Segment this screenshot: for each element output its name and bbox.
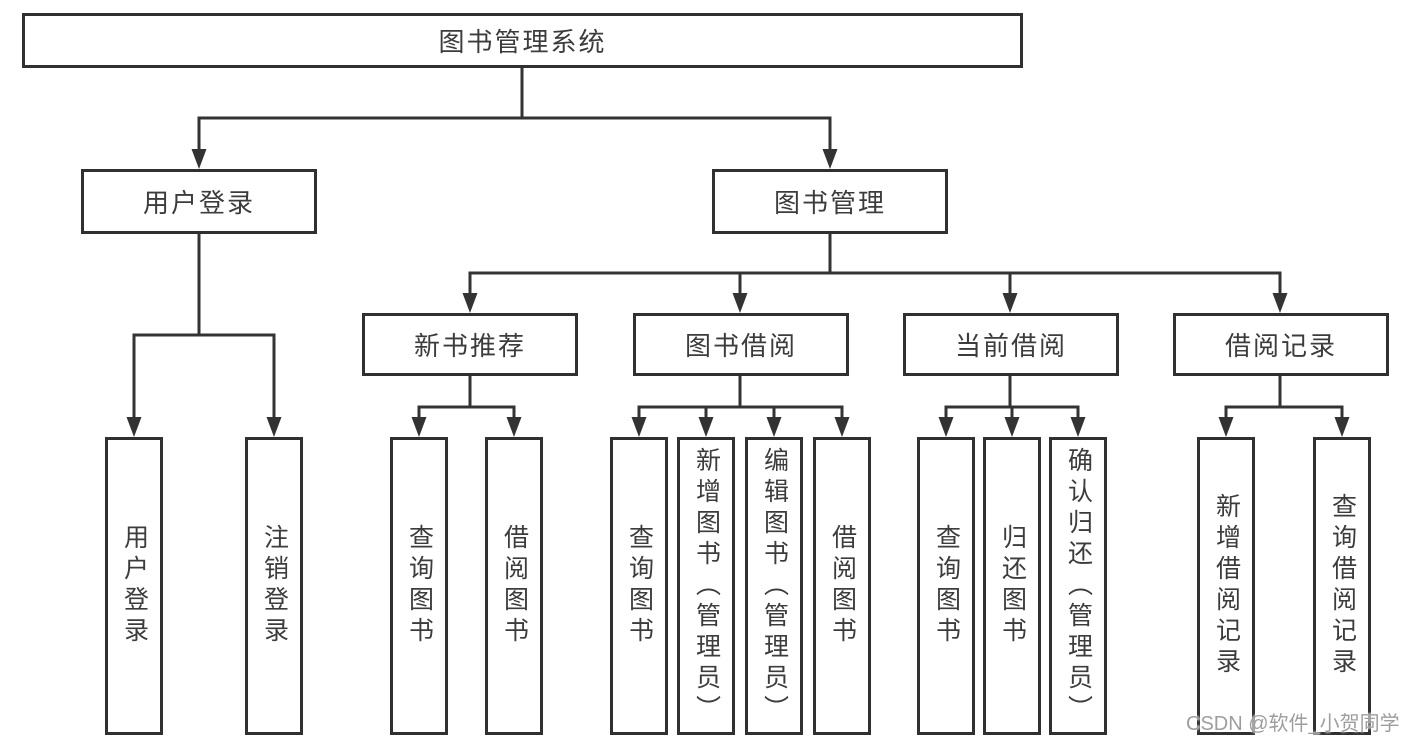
node-label: 新增借阅记录 xyxy=(1212,493,1241,679)
connector-line xyxy=(197,116,832,152)
arrowhead-down-icon xyxy=(766,417,782,437)
node-borrowing-records: 借阅记录 xyxy=(1173,313,1389,376)
node-label: 查询图书 xyxy=(625,524,654,648)
node-label: 用户登录 xyxy=(120,524,149,648)
node-label: 查询图书 xyxy=(932,524,961,648)
connector-line xyxy=(468,271,1282,296)
node-current-borrowing: 当前借阅 xyxy=(903,313,1119,376)
node-new-book-recommendation: 新书推荐 xyxy=(362,313,578,376)
node-user-login: 用户登录 xyxy=(81,169,317,234)
watermark: CSDN @软件_小贺同学 xyxy=(1186,713,1400,735)
node-label: 借阅图书 xyxy=(828,524,857,648)
leaf-borrow-borrow-books: 借阅图书 xyxy=(813,437,871,735)
arrowhead-down-icon xyxy=(1004,417,1020,437)
leaf-borrow-add-books-admin: 新增图书（管理员） xyxy=(677,437,735,735)
node-label: 当前借阅 xyxy=(954,331,1067,361)
arrowhead-down-icon xyxy=(938,417,954,437)
node-label: 图书管理 xyxy=(773,188,886,218)
arrowhead-down-icon xyxy=(732,293,748,313)
leaf-borrow-query-books: 查询图书 xyxy=(610,437,668,735)
node-library-management-system: 图书管理系统 xyxy=(22,13,1023,68)
node-label: 新书推荐 xyxy=(413,331,526,361)
arrowhead-down-icon xyxy=(1218,417,1234,437)
node-label: 注销登录 xyxy=(260,524,289,648)
connector-root-to-level2 xyxy=(191,68,838,169)
leaf-current-return-books: 归还图书 xyxy=(983,437,1041,735)
arrowhead-down-icon xyxy=(834,417,850,437)
arrowhead-down-icon xyxy=(1070,417,1086,437)
arrowhead-down-icon xyxy=(1334,417,1350,437)
node-label: 查询借阅记录 xyxy=(1328,493,1357,679)
arrowhead-down-icon xyxy=(191,149,207,169)
node-book-management: 图书管理 xyxy=(712,169,948,234)
connector-current-borrow-to-leaves xyxy=(938,374,1086,437)
node-label: 图书借阅 xyxy=(684,331,797,361)
connector-book-borrow-to-leaves xyxy=(631,374,850,437)
arrowhead-down-icon xyxy=(462,293,478,313)
node-label: 归还图书 xyxy=(998,524,1027,648)
leaf-records-add-borrow-record: 新增借阅记录 xyxy=(1197,437,1255,735)
node-label: 借阅记录 xyxy=(1224,331,1337,361)
node-book-borrowing: 图书借阅 xyxy=(633,313,849,376)
arrowhead-down-icon xyxy=(1272,293,1288,313)
node-label: 图书管理系统 xyxy=(438,27,607,57)
leaf-user-login: 用户登录 xyxy=(105,437,163,735)
arrowhead-down-icon xyxy=(698,417,714,437)
node-label: 用户登录 xyxy=(142,188,255,218)
node-label: 确认归还（管理员） xyxy=(1064,446,1093,726)
arrowhead-down-icon xyxy=(266,417,282,437)
leaf-current-confirm-return-admin: 确认归还（管理员） xyxy=(1049,437,1107,735)
node-label: 新增图书（管理员） xyxy=(692,446,721,726)
node-label: 借阅图书 xyxy=(500,524,529,648)
leaf-newbook-query-books: 查询图书 xyxy=(390,437,448,735)
connector-user-login-to-leaves xyxy=(126,232,282,437)
connector-line xyxy=(417,405,516,420)
connector-book-mgmt-to-level3 xyxy=(462,232,1288,313)
connector-line xyxy=(637,405,844,420)
leaf-newbook-borrow-books: 借阅图书 xyxy=(485,437,543,735)
leaf-records-query-borrow-record: 查询借阅记录 xyxy=(1313,437,1371,735)
leaf-current-query-books: 查询图书 xyxy=(917,437,975,735)
leaf-borrow-edit-books-admin: 编辑图书（管理员） xyxy=(745,437,803,735)
connector-new-book-rec-to-leaves xyxy=(411,374,522,437)
arrowhead-down-icon xyxy=(411,417,427,437)
arrowhead-down-icon xyxy=(506,417,522,437)
arrowhead-down-icon xyxy=(631,417,647,437)
connector-line xyxy=(132,333,276,420)
node-label: 查询图书 xyxy=(405,524,434,648)
arrowhead-down-icon xyxy=(1002,293,1018,313)
leaf-logout-login: 注销登录 xyxy=(245,437,303,735)
arrowhead-down-icon xyxy=(126,417,142,437)
node-label: 编辑图书（管理员） xyxy=(760,446,789,726)
connector-borrow-records-to-leaves xyxy=(1218,374,1350,437)
arrowhead-down-icon xyxy=(822,149,838,169)
connector-line xyxy=(1224,405,1344,420)
